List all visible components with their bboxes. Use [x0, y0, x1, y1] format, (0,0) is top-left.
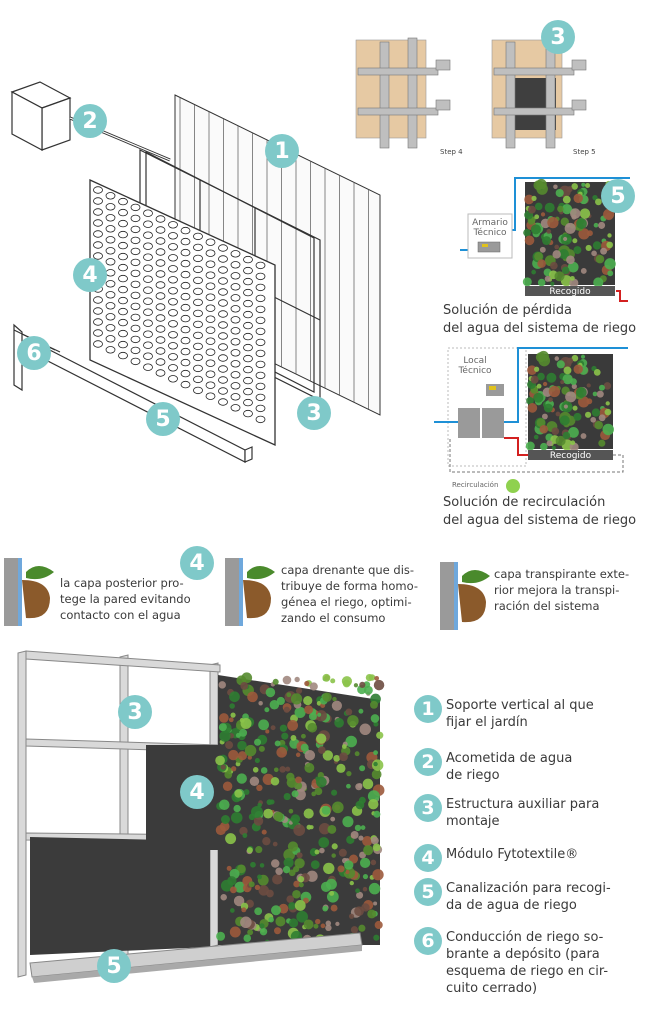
installation-steps-diagram: [355, 37, 587, 149]
badge-3: 3: [297, 396, 331, 430]
water-loss-system-diagram: [460, 177, 630, 302]
legend-item-5: 5 Canalización para recogi- da de agua d…: [414, 878, 611, 914]
layer-breathable-illustration: [440, 562, 490, 630]
badge-6: 6: [17, 336, 51, 370]
legend-text: Soporte vertical al que fijar el jardín: [446, 698, 594, 730]
legend-text: Estructura auxiliar para montaje: [446, 797, 600, 829]
layer-drain-illustration: [225, 558, 275, 626]
legend-text: Módulo Fytotextile®: [446, 847, 579, 862]
local-tecnico-label: Local Técnico: [458, 356, 492, 376]
step-4-label: Step 4: [440, 148, 463, 156]
legend-item-2: 2 Acometida de agua de riego: [414, 748, 573, 784]
badge-4-bottom: 4: [180, 775, 214, 809]
badge-4-layer: 4: [180, 546, 214, 580]
recirculacion-label: Recirculación: [452, 481, 499, 489]
legend-item-4: 4 Módulo Fytotextile®: [414, 844, 579, 872]
recirculation-caption: Solución de recirculación del agua del s…: [443, 495, 637, 528]
legend-num: 6: [414, 927, 442, 955]
assembled-green-wall: [17, 650, 385, 983]
exploded-assembly-diagram: [10, 81, 381, 463]
layer-3-text: capa transpirante exte- rior mejora la t…: [494, 567, 630, 613]
armario-tecnico-label: Armario Técnico: [472, 218, 508, 238]
badge-4: 4: [73, 258, 107, 292]
badge-5-bottom: 5: [97, 949, 131, 983]
legend-text: Canalización para recogi- da de agua de …: [446, 881, 611, 913]
layer-2-text: capa drenante que dis- tribuye de forma …: [281, 563, 419, 625]
badge-5-right: 5: [601, 179, 635, 213]
legend-text: Acometida de agua de riego: [446, 751, 573, 783]
legend-num: 5: [414, 878, 442, 906]
recogido-label-2: Recogido: [549, 451, 592, 461]
legend-item-1: 1 Soporte vertical al que fijar el jardí…: [414, 695, 594, 731]
legend-item-3: 3 Estructura auxiliar para montaje: [414, 794, 600, 830]
legend-num: 3: [414, 794, 442, 822]
badge-2: 2: [73, 104, 107, 138]
step-5-label: Step 5: [573, 148, 596, 156]
legend-item-6: 6 Conducción de riego so- brante a depós…: [414, 927, 609, 997]
badge-1: 1: [265, 134, 299, 168]
badge-3-bottom: 3: [118, 695, 152, 729]
legend-num: 1: [414, 695, 442, 723]
recogido-label-1: Recogido: [549, 287, 591, 297]
layer-1-text: la capa posterior pro- tege la pared evi…: [60, 576, 191, 622]
water-loss-caption: Solución de pérdida del agua del sistema…: [443, 303, 637, 336]
recirculation-system-diagram: [434, 347, 628, 493]
layer-back-illustration: [4, 558, 54, 626]
badge-5: 5: [146, 402, 180, 436]
legend-num: 2: [414, 748, 442, 776]
badge-3-top: 3: [541, 20, 575, 54]
legend-text: Conducción de riego so- brante a depósit…: [446, 930, 609, 996]
legend-num: 4: [414, 844, 442, 872]
